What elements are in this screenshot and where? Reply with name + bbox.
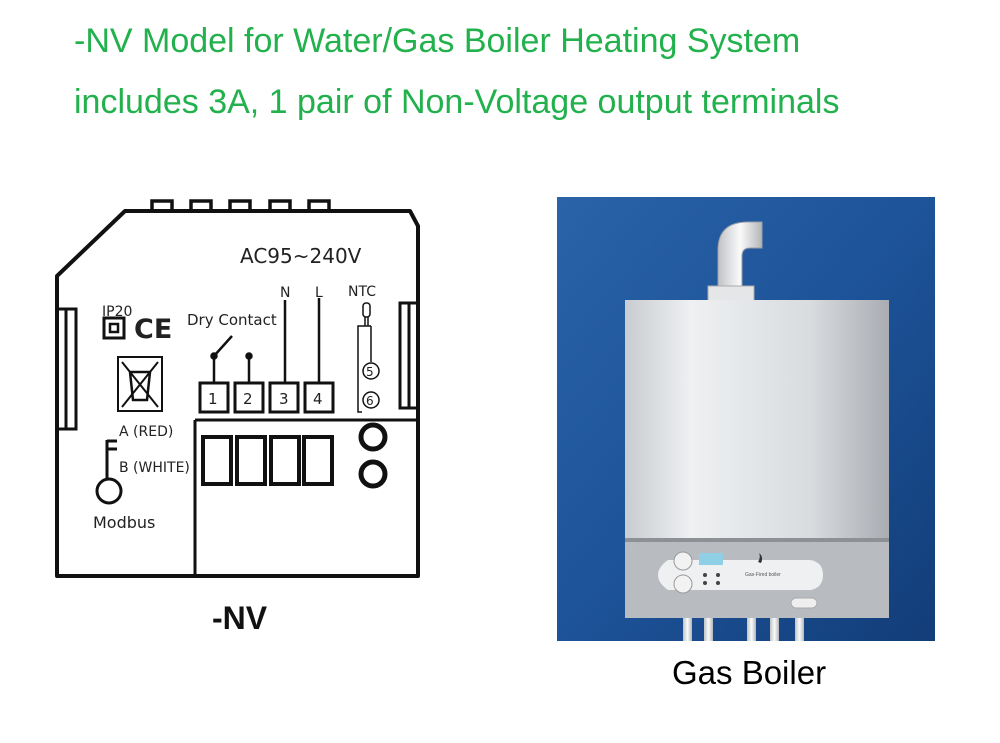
ip20-label: IP20 [102, 304, 132, 320]
screw-hole [358, 422, 388, 452]
diagram-caption: -NV [212, 600, 268, 636]
wiring-labels: AC95~240V N L NTC IP20 CE Dry Contact 1 … [93, 244, 376, 532]
terminal-6-label: 6 [366, 394, 374, 408]
terminal-4-label: 4 [313, 390, 323, 408]
modbus-a-label: A (RED) [119, 424, 173, 440]
wiring-diagram [55, 199, 420, 578]
boiler-caption: Gas Boiler [672, 654, 827, 691]
ce-mark: CE [134, 314, 172, 345]
boiler-panel-text: Gas-Fired boiler [745, 572, 781, 578]
lower-terminal-slots [201, 435, 334, 486]
n-label: N [280, 285, 290, 301]
ip20-square-icon [102, 316, 126, 340]
terminal-5-label: 5 [366, 365, 374, 379]
ntc-label: NTC [348, 284, 376, 300]
screw-hole [358, 459, 388, 489]
housing-outline [55, 209, 420, 578]
dry-contact-switch-icon [210, 335, 253, 383]
ntc-sensor-icon [357, 302, 380, 413]
terminal-1-label: 1 [208, 390, 218, 408]
modbus-label: Modbus [93, 513, 155, 532]
side-clip-right [398, 301, 420, 410]
weee-bin-icon [117, 356, 163, 412]
terminal-2-label: 2 [243, 390, 253, 408]
l-label: L [315, 285, 323, 301]
headline-line-1: -NV Model for Water/Gas Boiler Heating S… [74, 22, 801, 60]
power-wires [283, 298, 321, 383]
voltage-label: AC95~240V [240, 244, 362, 268]
dry-contact-label: Dry Contact [187, 311, 277, 329]
modbus-connector-icon [95, 439, 123, 505]
terminal-3-label: 3 [279, 390, 289, 408]
gas-boiler-photo: Gas-Fired boiler [557, 197, 935, 641]
divider-line [193, 418, 418, 576]
headline-line-2: includes 3A, 1 pair of Non-Voltage outpu… [74, 83, 840, 121]
side-clip-left [55, 307, 78, 431]
top-tabs [150, 199, 331, 211]
modbus-b-label: B (WHITE) [119, 460, 190, 476]
